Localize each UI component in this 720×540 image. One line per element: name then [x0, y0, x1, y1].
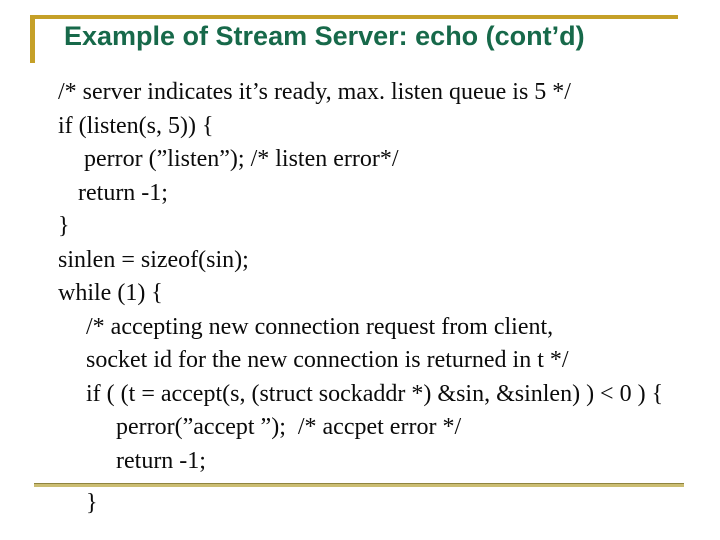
code-line-comment-server-ready: /* server indicates it’s ready, max. lis…: [58, 79, 571, 105]
code-line-return-1: return -1;: [78, 179, 168, 206]
bottom-rule: [34, 483, 684, 487]
code-line-if-listen: if (listen(s, 5)) {: [58, 112, 214, 139]
slide-title: Example of Stream Server: echo (cont’d): [64, 21, 585, 51]
code-line-if-accept: if ( (t = accept(s, (struct sockaddr *) …: [86, 380, 664, 407]
code-line-comment-socket-id: socket id for the new connection is retu…: [86, 347, 569, 373]
code-line-perror-accept: perror(”accept ”); /* accpet error */: [116, 414, 462, 440]
code-line-perror-listen: perror (”listen”); /* listen error*/: [84, 146, 399, 172]
code-line-sinlen-sizeof: sinlen = sizeof(sin);: [58, 246, 249, 273]
code-block: /* server indicates it’s ready, max. lis…: [0, 76, 720, 521]
code-line-close-brace: }: [58, 213, 70, 239]
code-line-return-1-inner: return -1;: [116, 447, 206, 474]
corner-rule-top: [30, 15, 678, 19]
code-line-final-close-brace: }: [86, 490, 98, 516]
corner-rule-left: [30, 15, 35, 63]
code-line-while-loop: while (1) {: [58, 280, 163, 306]
code-line-comment-accepting: /* accepting new connection request from…: [86, 313, 554, 340]
